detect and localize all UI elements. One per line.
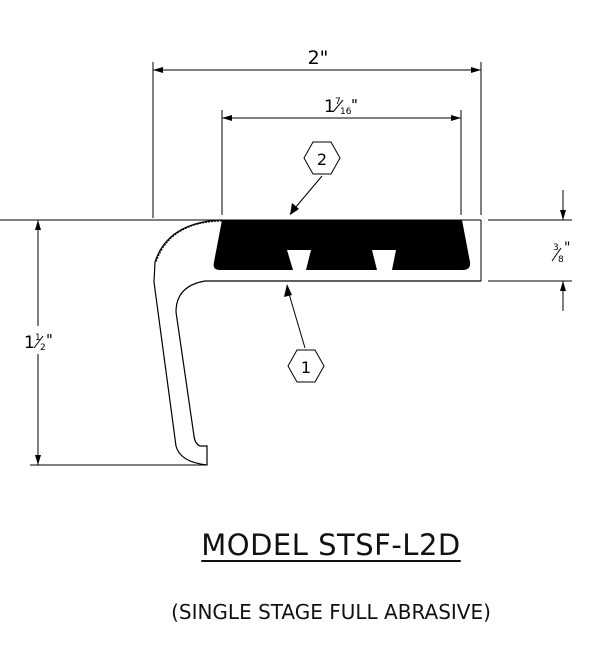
svg-text:8: 8 (558, 255, 564, 265)
abrasive-insert (213, 220, 471, 270)
svg-text:16: 16 (340, 107, 352, 117)
svg-text:1: 1 (24, 333, 35, 353)
model-title-text: MODEL STSF-L2D (201, 528, 461, 562)
balloon-2: 2 (289, 141, 341, 215)
serrated-nose (155, 220, 223, 263)
svg-text:": " (46, 331, 53, 349)
model-subtitle: (SINGLE STAGE FULL ABRASIVE) (171, 600, 491, 624)
model-title: MODEL STSF-L2D (0, 528, 606, 562)
insert-width-label: 1 7 16 " (324, 96, 358, 117)
svg-text:": " (351, 96, 358, 114)
svg-text:3: 3 (553, 243, 559, 253)
svg-text:1: 1 (301, 358, 311, 377)
nosing-profile (153, 219, 481, 466)
insert-depth-label: 3 8 " (551, 240, 570, 265)
svg-text:2: 2 (40, 343, 46, 353)
svg-text:1: 1 (324, 97, 335, 117)
svg-text:7: 7 (335, 97, 341, 107)
svg-text:": " (564, 240, 570, 256)
svg-text:2: 2 (317, 150, 327, 169)
overall-height-label: 1 1 2 " (24, 331, 53, 353)
balloon-1: 1 (284, 284, 325, 383)
svg-text:1: 1 (35, 333, 41, 343)
overall-width-label: 2" (308, 47, 329, 69)
